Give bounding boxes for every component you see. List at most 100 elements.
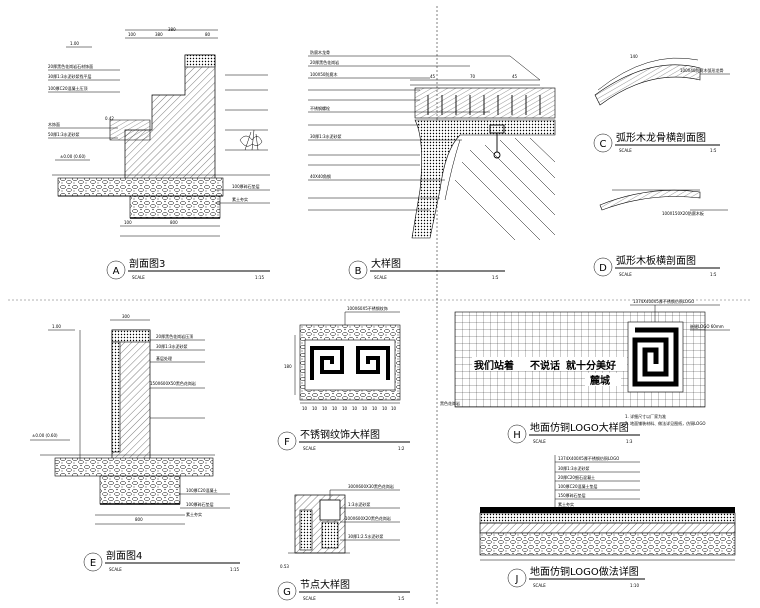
- callout-e-2: 30厚1:3水泥砂浆: [156, 343, 188, 349]
- dim-f-10: 10: [391, 406, 397, 411]
- section-j-marker: [507, 568, 527, 588]
- callout-a-4: 木饰面: [48, 121, 60, 127]
- section-g-title-block: G 节点大样图 SCALE 1:5: [277, 578, 410, 601]
- section-b-scale: 1:5: [492, 275, 499, 280]
- section-b-marker: [348, 260, 368, 280]
- section-c-drawing: 140 100X40防腐木弧形龙骨: [594, 54, 730, 106]
- dim-a-top-4: 80: [205, 32, 211, 37]
- callout-g-2: 1:3水泥砂浆: [348, 501, 370, 507]
- logo-slogan-left: 我们站着: [474, 359, 514, 372]
- sheet-frame: [8, 6, 752, 604]
- section-e-scale: 1:15: [230, 567, 239, 572]
- callout-a-5: 100厚碎石垫层: [232, 183, 260, 189]
- callout-a-3: 100厚C20混凝土压顶: [48, 85, 88, 91]
- callout-c-1: 100X40防腐木弧形龙骨: [680, 67, 723, 73]
- level-g: 0.53: [280, 564, 289, 569]
- dim-b-2: 70: [470, 74, 476, 79]
- callout-a-6: 素土夯实: [232, 196, 248, 202]
- section-f-drawing: 180 10 10 10 10 10 10 10 10 10 10 100X60…: [284, 305, 401, 411]
- section-g-drawing: 0.53 300X600X30黑色花岗岩 1:3水泥砂浆 100X600X20黑…: [280, 483, 400, 569]
- callout-b-2: 20厚黑色花岗岩: [310, 59, 339, 65]
- logo-mark: [627, 321, 684, 393]
- level-a-mid: 0.42: [105, 116, 114, 121]
- callout-d-1: 100X150X20防腐木板: [662, 210, 704, 216]
- callout-a-1: 20厚黑色花岗岩石材饰面: [48, 63, 93, 69]
- callout-b-4: 不锈钢螺栓: [310, 105, 330, 111]
- dim-f-3: 10: [322, 406, 328, 411]
- dim-c: 140: [630, 54, 638, 59]
- section-a-callouts-left: 20厚黑色花岗岩石材饰面 30厚1:3水泥砂浆找平层 100厚C20混凝土压顶 …: [48, 63, 120, 139]
- section-g-scale-label: SCALE: [303, 596, 316, 601]
- callout-j-4: 100厚C20混凝土垫层: [558, 483, 598, 489]
- callout-h-2: 黑色花岗岩: [440, 400, 460, 406]
- callout-j-1: 1374X400X5厚不锈钢仿铜LOGO: [558, 455, 619, 461]
- callout-j-6: 素土夯实: [558, 501, 574, 507]
- meander-pattern: [310, 346, 390, 380]
- section-h-scale-label: SCALE: [533, 439, 546, 444]
- logo-slogan-right: 就十分美好: [566, 359, 616, 372]
- dim-a-top-1: 100: [128, 32, 136, 37]
- section-e-letter: E: [90, 558, 96, 569]
- section-c-title: 弧形木龙骨横剖面图: [616, 131, 706, 144]
- section-j-title-block: J 地面仿铜LOGO做法详图 SCALE 1:10: [507, 565, 645, 588]
- section-e-marker: [83, 552, 103, 572]
- section-e-drawing: 300 1.00 ±0.00 (0.60) 800 20厚黑色花岗岩压顶 30厚…: [30, 314, 230, 525]
- dim-f-w: 180: [284, 364, 292, 369]
- level-a-top: 1.00: [70, 41, 79, 46]
- dim-e-bottom: 800: [135, 517, 143, 522]
- section-b-drawing: 45 70 45 防腐木龙骨 20厚黑色花岗岩: [308, 49, 556, 241]
- logo-note-2: 2. 地面铺装材料、做法详见图纸，仿铜LOGO: [625, 420, 706, 426]
- section-h-scale: 1:3: [626, 439, 633, 444]
- section-a-scale: 1:15: [255, 275, 264, 280]
- section-a-marker: [106, 260, 126, 280]
- section-a-title: 剖面图3: [129, 257, 165, 270]
- dim-f-ticks: 10 10 10 10 10 10 10 10 10 10: [302, 406, 397, 411]
- section-h-title: 地面仿铜LOGO大样图: [530, 421, 629, 434]
- level-a-ground: ±0.00 (0.60): [60, 154, 86, 159]
- callout-b-5: 30厚1:3水泥砂浆: [310, 133, 342, 139]
- section-a-title-block: A 剖面图3 SCALE 1:15: [106, 257, 270, 280]
- section-j-letter: J: [515, 574, 519, 585]
- section-f-title-block: F 不锈钢纹饰大样图 SCALE 1:2: [277, 428, 410, 451]
- section-g-title: 节点大样图: [300, 578, 350, 591]
- callout-b-6: 40X40角钢: [310, 173, 331, 179]
- section-f-title: 不锈钢纹饰大样图: [300, 428, 380, 441]
- section-f-letter: F: [284, 437, 290, 448]
- section-a-drawing: 100 380 380 80 1.00 0.42 ±0.00 (0.60) 10…: [48, 27, 270, 237]
- section-b-letter: B: [355, 266, 362, 277]
- section-g-scale: 1:5: [398, 596, 405, 601]
- section-j-drawing: 1374X400X5厚不锈钢仿铜LOGO 30厚1:3水泥砂浆 20厚C20细石…: [479, 455, 736, 561]
- section-f-marker: [277, 431, 297, 451]
- section-a-letter: A: [113, 266, 120, 277]
- callout-h-3: 嵌缝LOGO 60mm: [690, 323, 724, 329]
- section-h-title-block: H 地面仿铜LOGO大样图 SCALE 1:3: [507, 421, 640, 444]
- section-d-marker: [593, 257, 613, 277]
- callout-e-7: 素土夯实: [186, 511, 202, 517]
- callout-g-1: 300X600X30黑色花岗岩: [348, 483, 394, 489]
- callout-a-7: 50厚1:3水泥砂浆: [48, 131, 80, 137]
- section-h-letter: H: [513, 430, 521, 441]
- section-b-title: 大样图: [371, 257, 401, 270]
- section-d-letter: D: [599, 263, 607, 274]
- dim-b-1: 45: [430, 74, 436, 79]
- section-h-drawing: 我们站着 不说话 就十分美好 麓城 1374X400X5厚不锈钢仿铜LOGO 黑…: [440, 298, 730, 426]
- callout-e-4: 150X600X50黑色花岗岩: [150, 380, 196, 386]
- section-d-scale-label: SCALE: [619, 272, 632, 277]
- section-j-callouts: 1374X400X5厚不锈钢仿铜LOGO 30厚1:3水泥砂浆 20厚C20细石…: [554, 455, 640, 509]
- logo-slogan-mid: 不说话: [530, 359, 560, 372]
- dim-f-1: 10: [302, 406, 308, 411]
- dim-f-2: 10: [312, 406, 318, 411]
- section-c-title-block: C 弧形木龙骨横剖面图 SCALE 1:5: [593, 131, 720, 153]
- section-d-drawing: 100X150X20防腐木板: [599, 189, 728, 216]
- deck-board-ticks: [427, 95, 541, 115]
- wood-grain: [454, 137, 556, 241]
- section-b-title-block: B 大样图 SCALE 1:5: [348, 257, 505, 280]
- section-a-callouts-right: 100厚碎石垫层 素土夯实: [215, 74, 270, 204]
- section-e-scale-label: SCALE: [109, 567, 122, 572]
- dim-a-top-2: 380: [155, 32, 163, 37]
- section-b-scale-label: SCALE: [374, 275, 387, 280]
- section-f-scale-label: SCALE: [303, 446, 316, 451]
- level-e-top: 1.00: [52, 324, 61, 329]
- section-c-marker: [593, 133, 613, 153]
